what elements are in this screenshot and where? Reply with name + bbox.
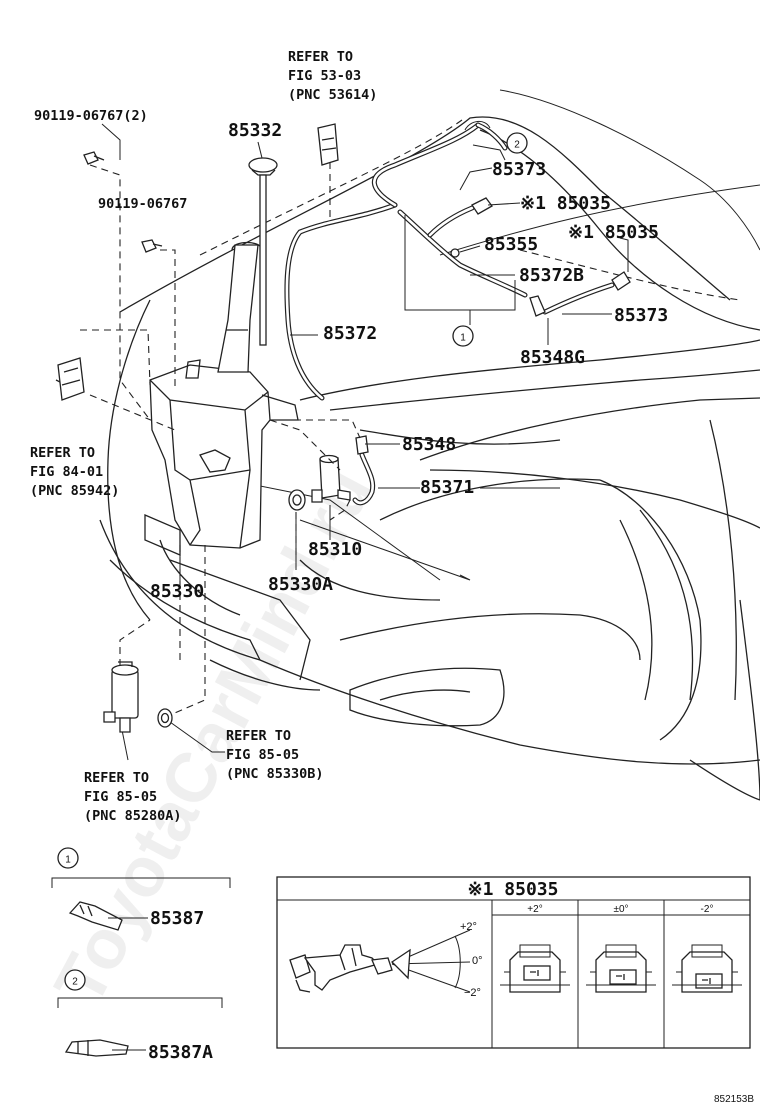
label-85310: 85310 [308, 539, 362, 560]
washer-pump [311, 454, 351, 503]
harness-connector [55, 357, 85, 401]
angle-top: +2° [460, 921, 477, 933]
washer-hoses [284, 122, 615, 506]
ref-53-03-line3: (PNC 53614) [288, 87, 377, 103]
pump-grommet [288, 489, 306, 511]
label-85332: 85332 [228, 120, 282, 141]
level-gauge [248, 157, 278, 346]
svg-text:2: 2 [72, 977, 78, 988]
ref-53-03-line2: FIG 53-03 [288, 68, 361, 84]
diagram-id: 852153B [714, 1094, 754, 1105]
hose-joint-85355 [450, 248, 460, 258]
ref-85-05-a-line1: REFER TO [84, 770, 149, 786]
inset-col-zero: ±0° [613, 904, 628, 915]
label-85373-top: 85373 [492, 159, 546, 180]
ref-85-05-b-line2: FIG 85-05 [226, 747, 299, 763]
vehicle-body-outline [99, 89, 760, 801]
hose-joint-85348g [529, 295, 546, 317]
label-85330a: 85330A [268, 574, 333, 595]
ref-85-05-a-line3: (PNC 85280A) [84, 808, 182, 824]
svg-text:1: 1 [65, 855, 71, 866]
inset-nozzle-side-view [289, 944, 393, 993]
label-85371: 85371 [420, 477, 474, 498]
inset-col-minus2: -2° [701, 904, 714, 915]
callout-circle-2-top: 2 [506, 132, 528, 154]
legend-item-2: 2 85387A [57, 969, 223, 1063]
inset-title: ※1 85035 [468, 879, 559, 900]
ref-85-05-b-line1: REFER TO [226, 728, 291, 744]
nozzle-view-plus2 [500, 944, 570, 993]
nozzle-adjustment-inset: ※1 85035 +2° ±0° -2° +2° 0° −2° [276, 876, 751, 1049]
ref-84-01-line1: REFER TO [30, 445, 95, 461]
ref-85-05-a-line2: FIG 85-05 [84, 789, 157, 805]
label-90119-06767-2: 90119-06767(2) [34, 108, 148, 124]
spray-cone [390, 948, 411, 980]
inset-col-plus2: +2° [527, 904, 542, 915]
svg-text:2: 2 [514, 140, 520, 151]
bolt-90119-b [141, 239, 163, 253]
callout-circle-1-top: 1 [452, 325, 474, 347]
svg-text:1: 1 [460, 333, 466, 344]
washer-nozzle-right [611, 271, 631, 291]
label-85035-a: ※1 85035 [520, 193, 611, 214]
angle-bot: −2° [464, 987, 481, 999]
nozzle-view-minus2 [672, 944, 742, 993]
check-valve-85348 [355, 435, 369, 455]
reference-grommet [157, 708, 173, 728]
hood-grommet [464, 121, 491, 131]
legend-item-1: 1 85387 [51, 847, 231, 931]
label-85387: 85387 [150, 908, 204, 929]
washer-nozzle-left [471, 197, 493, 215]
ref-84-01-line3: (PNC 85942) [30, 483, 119, 499]
angle-mid: 0° [472, 955, 483, 967]
reference-pump [103, 661, 139, 733]
label-85372: 85372 [323, 323, 377, 344]
label-85387a: 85387A [148, 1042, 213, 1063]
ref-85-05-b-line3: (PNC 85330B) [226, 766, 324, 782]
ref-53-03-line1: REFER TO [288, 49, 353, 65]
hood-hinge-clip [317, 123, 339, 166]
label-85330: 85330 [150, 581, 204, 602]
label-85348g: 85348G [520, 347, 585, 368]
bolt-90119-a [83, 151, 105, 165]
spray-arc [454, 935, 461, 989]
label-85373-right: 85373 [614, 305, 668, 326]
label-85035-b: ※1 85035 [568, 222, 659, 243]
leader-lines [80, 123, 629, 761]
ref-84-01-line2: FIG 84-01 [30, 464, 103, 480]
label-85355: 85355 [484, 234, 538, 255]
nozzle-view-zero [586, 944, 656, 993]
washer-reservoir-tank [144, 241, 299, 556]
label-85348: 85348 [402, 434, 456, 455]
label-85372b: 85372B [519, 265, 584, 286]
label-90119-06767: 90119-06767 [98, 196, 187, 212]
